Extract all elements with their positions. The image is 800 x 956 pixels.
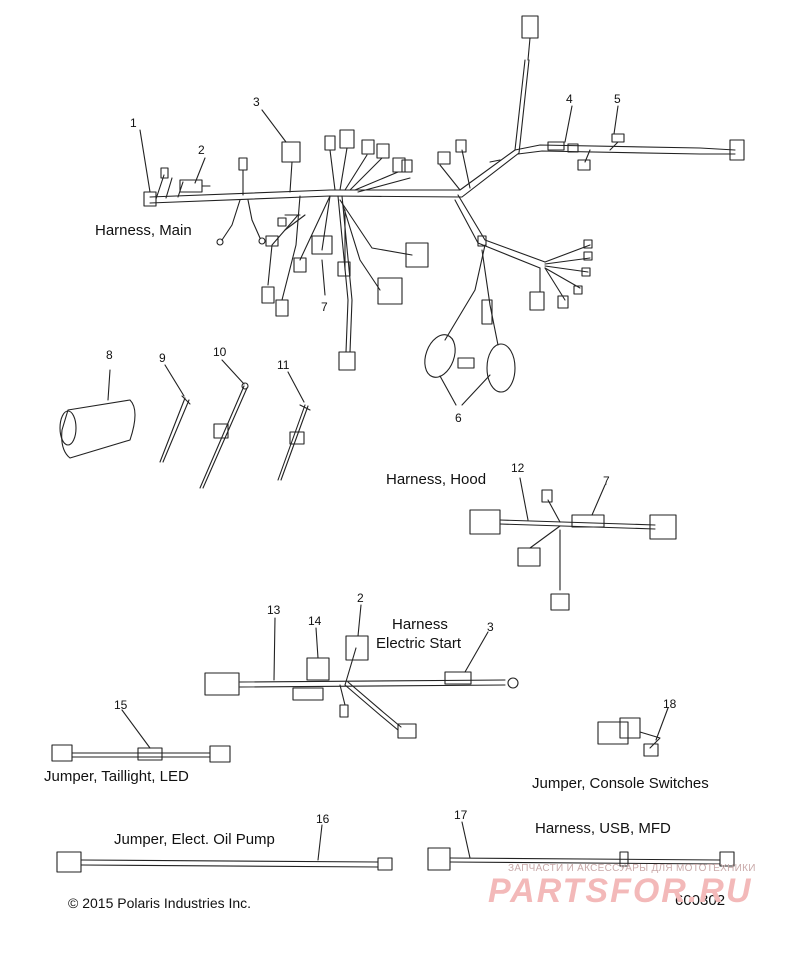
electric-start-harness-drawing [204, 604, 519, 739]
figure-number: 600302 [675, 892, 726, 909]
watermark-tagline: ЗАПЧАСТИ И АКСЕССУАРЫ ДЛЯ МОТОТЕХНИКИ [508, 863, 756, 874]
callout-5: 5 [614, 92, 621, 106]
callout-17: 17 [454, 808, 468, 822]
callout-3: 3 [253, 95, 260, 109]
label-jumper-console: Jumper, Console Switches [532, 775, 709, 792]
callout-8: 8 [106, 348, 113, 362]
loose-parts-drawing [59, 359, 311, 489]
callout-7-hood: 7 [603, 474, 610, 488]
callout-13: 13 [267, 603, 281, 617]
callout-10: 10 [213, 345, 227, 359]
label-jumper-taillight: Jumper, Taillight, LED [44, 768, 189, 785]
label-harness-electric-start-line2: Electric Start [376, 635, 462, 652]
callout-9: 9 [159, 351, 166, 365]
label-jumper-oil-pump: Jumper, Elect. Oil Pump [114, 831, 275, 848]
label-harness-usb: Harness, USB, MFD [535, 820, 671, 837]
callout-2-electric-start: 2 [357, 591, 364, 605]
label-harness-hood: Harness, Hood [386, 471, 487, 488]
callout-15: 15 [114, 698, 128, 712]
callout-4: 4 [566, 92, 573, 106]
callout-6: 6 [455, 411, 462, 425]
hood-harness-drawing [469, 477, 677, 611]
watermark-brand: PARTSFOR.RU [488, 872, 753, 910]
callout-18: 18 [663, 697, 677, 711]
callout-3-electric-start: 3 [487, 620, 494, 634]
callout-7: 7 [321, 300, 328, 314]
callout-1: 1 [130, 116, 137, 130]
copyright-text: © 2015 Polaris Industries Inc. [68, 895, 252, 911]
label-harness-electric-start-line1: Harness [392, 616, 448, 633]
jumpers-drawing [51, 707, 735, 873]
callout-11: 11 [277, 358, 290, 372]
callout-2: 2 [198, 143, 205, 157]
label-harness-main: Harness, Main [95, 222, 192, 239]
main-harness-drawing [139, 15, 745, 406]
callout-16: 16 [316, 812, 330, 826]
callout-12: 12 [511, 461, 525, 475]
callout-14: 14 [308, 614, 322, 628]
